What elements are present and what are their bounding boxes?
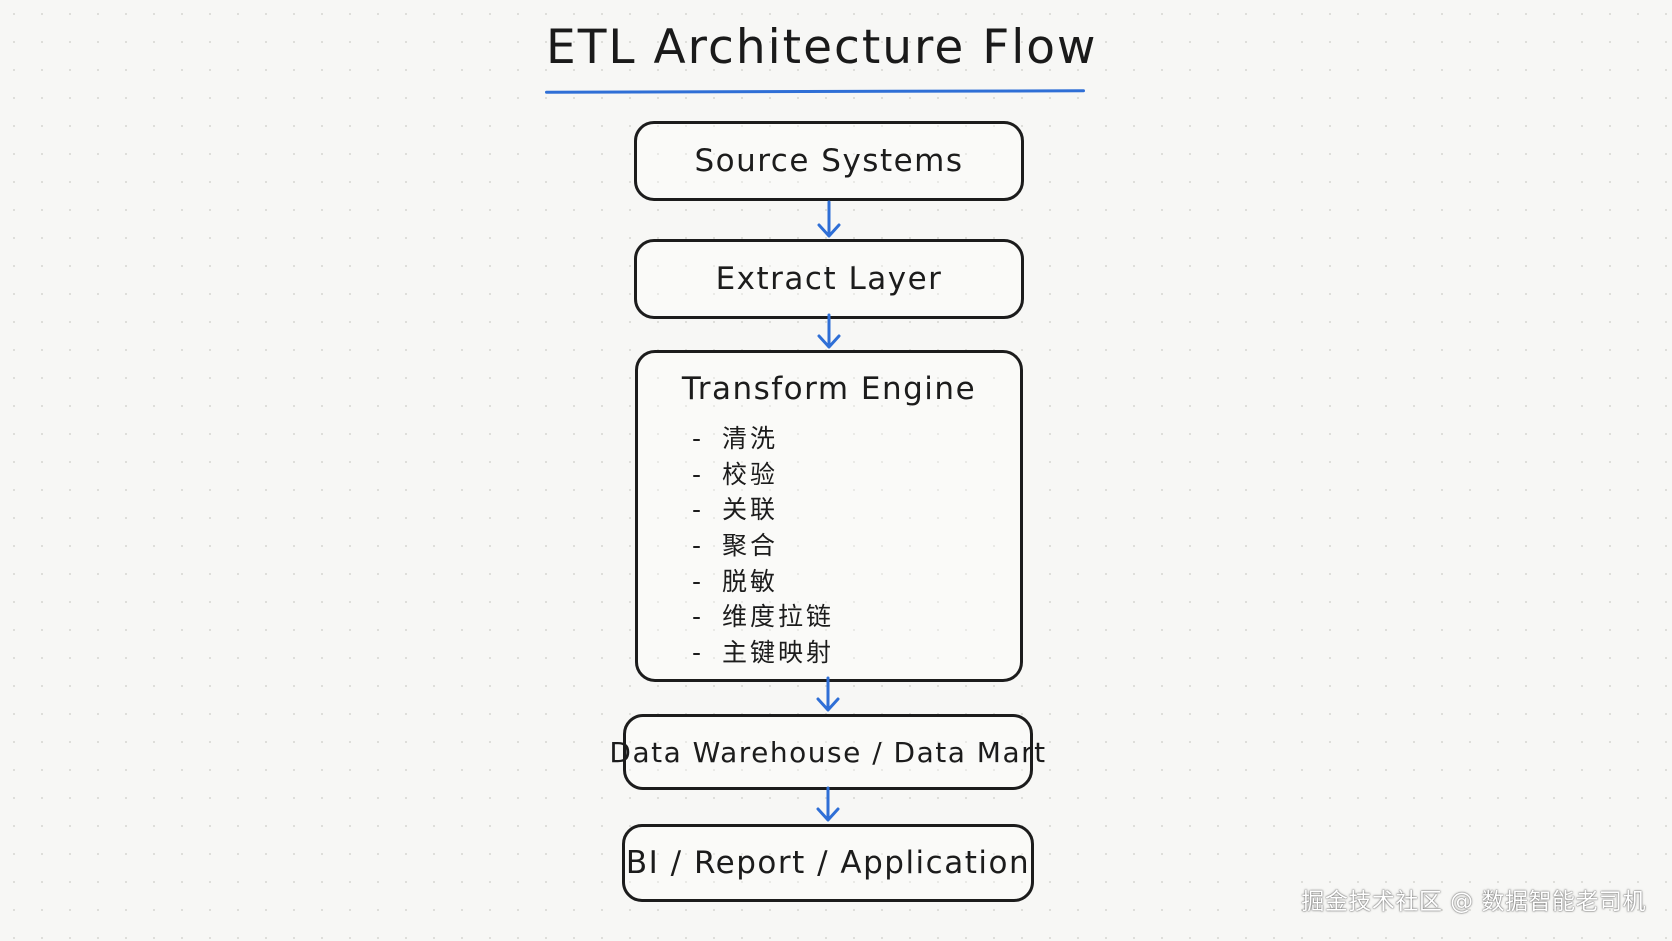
list-marker: - [692, 495, 705, 525]
list-item: -关联 [692, 492, 834, 528]
list-item: -维度拉链 [692, 599, 834, 635]
node-extract-layer: Extract Layer [634, 239, 1024, 319]
list-marker: - [692, 602, 705, 632]
list-item: -主键映射 [692, 635, 834, 671]
title-underline [544, 89, 1086, 94]
transform-step: 聚合 [722, 531, 779, 561]
node-bi-report-application: BI / Report / Application [622, 824, 1034, 902]
watermark: 掘金技术社区 @ 数据智能老司机 [1301, 889, 1646, 915]
node-transform-engine: Transform Engine -清洗 -校验 -关联 -聚合 -脱敏 -维度… [635, 350, 1023, 682]
arrow-down-icon [814, 313, 844, 353]
transform-step: 关联 [722, 495, 779, 525]
transform-engine-title: Transform Engine [681, 371, 977, 407]
node-extract-layer-label: Extract Layer [715, 261, 943, 297]
list-marker: - [692, 531, 705, 561]
list-item: -校验 [692, 457, 834, 493]
transform-step: 主键映射 [722, 638, 835, 668]
arrow-down-icon [814, 200, 844, 240]
transform-step: 校验 [722, 459, 779, 489]
node-data-warehouse-label: Data Warehouse / Data Mart [609, 735, 1047, 769]
node-data-warehouse: Data Warehouse / Data Mart [609, 714, 1045, 790]
node-source-systems: Source Systems [634, 121, 1024, 201]
arrow-down-icon [813, 676, 843, 716]
list-marker: - [692, 424, 705, 453]
node-bi-report-application-label: BI / Report / Application [625, 845, 1031, 881]
transform-step: 脱敏 [722, 566, 779, 596]
list-marker: - [692, 566, 705, 596]
transform-step-list: -清洗 -校验 -关联 -聚合 -脱敏 -维度拉链 -主键映射 [692, 421, 834, 671]
arrow-down-icon [813, 786, 843, 826]
list-marker: - [692, 638, 705, 668]
transform-step: 维度拉链 [722, 602, 835, 632]
list-marker: - [692, 459, 705, 489]
list-item: -脱敏 [692, 564, 834, 600]
transform-step: 清洗 [722, 424, 779, 453]
list-item: -聚合 [692, 528, 834, 564]
node-source-systems-label: Source Systems [694, 143, 964, 179]
list-item: -清洗 [692, 421, 834, 457]
diagram-title: ETL Architecture Flow [546, 20, 1098, 75]
